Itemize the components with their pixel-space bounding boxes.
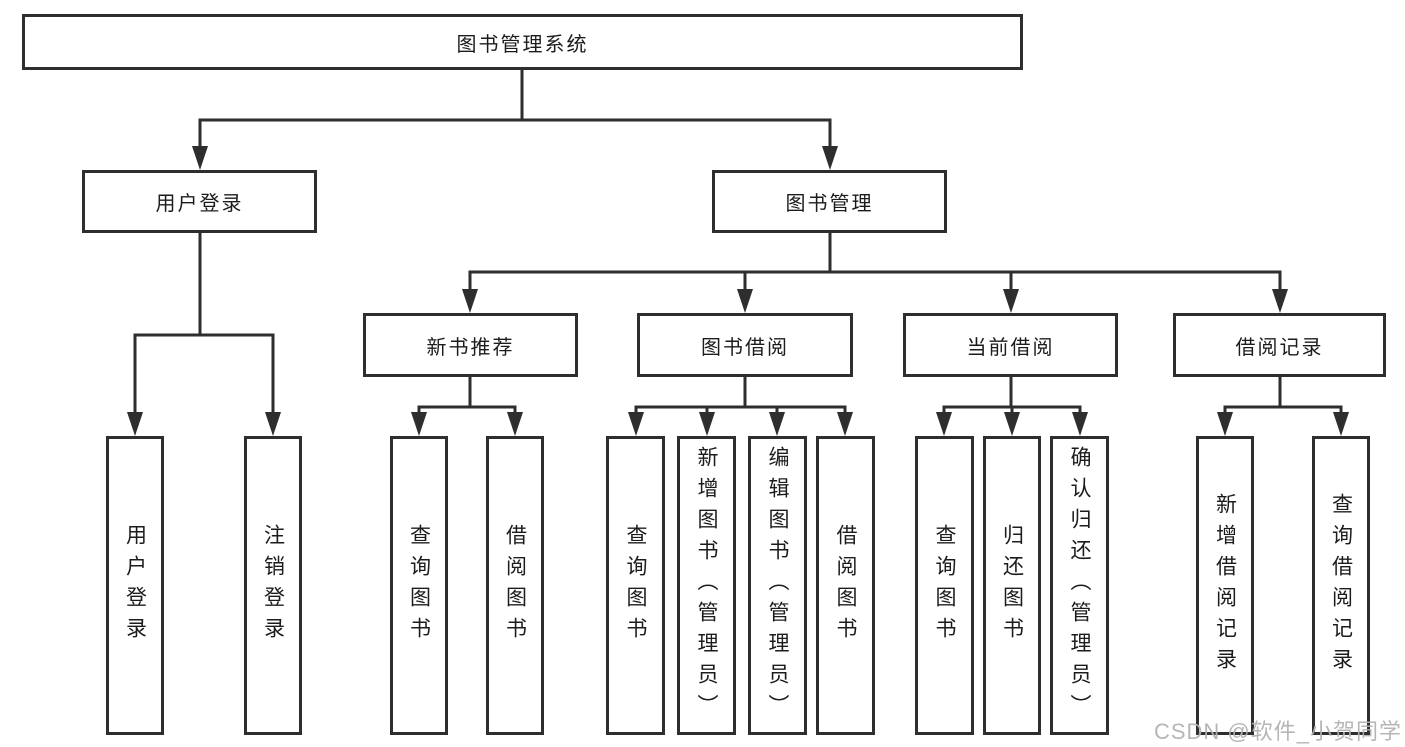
node-label: 新增借阅记录 — [1213, 492, 1237, 679]
leaf-borrow-edit-books-admin: 编辑图书（管理员） — [748, 436, 807, 735]
node-label: 新书推荐 — [426, 336, 515, 359]
node-user-login: 用户登录 — [82, 170, 317, 233]
leaf-borrow-query-books: 查询图书 — [606, 436, 665, 735]
node-label: 借阅记录 — [1235, 336, 1324, 359]
node-book-borrowing: 图书借阅 — [637, 313, 853, 377]
node-label: 当前借阅 — [966, 336, 1055, 359]
node-library-management-system: 图书管理系统 — [22, 14, 1023, 70]
leaf-current-query-books: 查询图书 — [915, 436, 974, 735]
node-label: 查询图书 — [407, 523, 431, 648]
leaf-records-query-record: 查询借阅记录 — [1312, 436, 1370, 735]
node-current-borrowing: 当前借阅 — [903, 313, 1118, 377]
node-label: 查询图书 — [933, 523, 956, 648]
leaf-current-confirm-return-admin: 确认归还（管理员） — [1050, 436, 1109, 735]
node-label: 借阅图书 — [503, 523, 527, 648]
leaf-recommend-borrow-books: 借阅图书 — [486, 436, 544, 735]
leaf-logout: 注销登录 — [244, 436, 302, 735]
node-borrowing-records: 借阅记录 — [1173, 313, 1386, 377]
leaf-user-login: 用户登录 — [106, 436, 164, 735]
node-label: 确认归还（管理员） — [1068, 446, 1091, 725]
node-book-management: 图书管理 — [712, 170, 947, 233]
leaf-borrow-add-books-admin: 新增图书（管理员） — [677, 436, 736, 735]
watermark-csdn: CSDN @软件_小贺同学 — [1153, 719, 1402, 744]
leaf-borrow-borrow-books: 借阅图书 — [816, 436, 875, 735]
node-label: 图书管理 — [785, 193, 874, 215]
node-label: 查询借阅记录 — [1329, 492, 1353, 679]
node-label: 注销登录 — [261, 523, 285, 648]
node-label: 用户登录 — [155, 193, 244, 215]
node-label: 借阅图书 — [834, 523, 857, 648]
node-label: 图书借阅 — [701, 336, 789, 359]
node-label: 图书管理系统 — [456, 33, 589, 56]
node-label: 编辑图书（管理员） — [766, 446, 789, 725]
leaf-current-return-books: 归还图书 — [983, 436, 1041, 735]
node-label: 归还图书 — [1000, 523, 1024, 648]
leaf-recommend-query-books: 查询图书 — [390, 436, 448, 735]
node-label: 新增图书（管理员） — [695, 446, 718, 725]
node-new-book-recommendation: 新书推荐 — [363, 313, 578, 377]
leaf-records-add-record: 新增借阅记录 — [1196, 436, 1254, 735]
node-label: 查询图书 — [624, 523, 647, 648]
node-label: 用户登录 — [123, 523, 147, 648]
